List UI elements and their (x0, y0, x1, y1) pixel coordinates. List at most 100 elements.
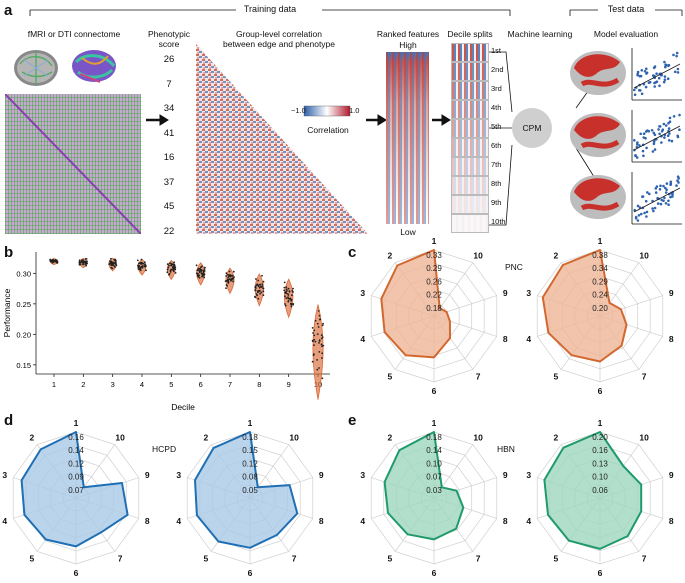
scatter-point (663, 78, 667, 81)
scatter-point (644, 199, 648, 203)
data-point (200, 272, 203, 275)
data-point (50, 260, 53, 262)
data-point (284, 295, 286, 298)
scatter-point (655, 72, 658, 75)
data-point (168, 273, 171, 275)
data-point (110, 260, 113, 263)
data-point (322, 344, 325, 347)
data-point (261, 274, 263, 277)
radar-axis-label: 1 (248, 418, 253, 428)
data-point (262, 287, 264, 290)
scatter-point (676, 67, 680, 71)
data-point (232, 270, 235, 273)
scatter-point (643, 70, 647, 73)
data-point (321, 336, 324, 338)
scatter-point (658, 125, 661, 128)
scatter-point (645, 210, 649, 214)
radar-tick-label: 0.07 (68, 486, 84, 495)
data-point (197, 273, 199, 276)
data-point (285, 286, 288, 288)
data-point (113, 258, 116, 261)
data-point (198, 276, 201, 279)
scatter-point (634, 215, 638, 219)
data-point (171, 268, 173, 271)
radar-tick-label: 0.18 (242, 433, 258, 442)
data-point (318, 342, 320, 344)
data-point (226, 285, 229, 287)
scatter-point (638, 144, 641, 147)
decile-box (451, 119, 489, 138)
radar-axis-label: 3 (360, 288, 365, 298)
scatter-point (667, 199, 670, 203)
model-evaluation-title: Model evaluation (593, 29, 659, 39)
radar-axis-label: 3 (360, 470, 365, 480)
decile-row: 7th (451, 157, 511, 176)
data-point (204, 266, 206, 269)
decile-label: 9th (491, 198, 502, 207)
data-point (291, 294, 293, 297)
data-point (318, 314, 321, 317)
radar-axis-label: 9 (669, 288, 674, 298)
scatter-point (645, 72, 648, 75)
data-point (79, 263, 82, 266)
data-point (260, 285, 262, 288)
data-point (203, 273, 206, 276)
ranked-features-title: Ranked features (376, 29, 440, 39)
panel-letter-b: b (4, 244, 14, 261)
scatter-point (638, 74, 642, 78)
radar-axis-label: 8 (503, 334, 508, 344)
data-point (259, 292, 261, 295)
decile-label: 10th (491, 217, 506, 226)
radar-axis-label: 7 (292, 554, 297, 564)
radar-axis-label: 1 (432, 418, 437, 428)
data-point (171, 263, 174, 266)
radar-tick-label: 0.24 (592, 291, 608, 300)
data-point (225, 287, 227, 290)
scatter-point (651, 150, 655, 153)
scatter-point (634, 154, 637, 157)
data-point (317, 326, 320, 328)
data-point (231, 274, 234, 277)
data-point (143, 261, 146, 264)
radar-tick-label: 0.15 (242, 446, 258, 455)
decile-label: 3rd (491, 84, 502, 93)
radar-axis-label: 9 (503, 288, 508, 298)
data-point (261, 283, 264, 285)
data-point (228, 275, 231, 278)
scatter-point (662, 122, 666, 126)
decile-box (451, 43, 489, 62)
scatter-point (642, 154, 645, 158)
data-point (232, 280, 235, 283)
data-point (167, 266, 170, 269)
data-point (51, 259, 54, 262)
evaluation-row (570, 110, 682, 163)
data-point (172, 270, 175, 273)
data-point (137, 259, 139, 262)
violin (254, 273, 264, 307)
data-point (287, 297, 290, 300)
scatter-point (636, 70, 640, 74)
data-point (257, 297, 260, 300)
phenotype-score: 16 (163, 152, 175, 163)
data-point (318, 351, 321, 353)
dataset-label: HBN (497, 444, 515, 454)
data-point (316, 333, 319, 335)
data-point (199, 267, 201, 270)
scatter-point (672, 53, 675, 57)
data-point (262, 290, 265, 293)
data-point (255, 284, 258, 287)
data-point (285, 291, 287, 293)
radar-tick-label: 0.08 (242, 473, 258, 482)
radar-axis-label: 4 (526, 516, 531, 526)
data-point (112, 263, 114, 266)
decile-box (451, 214, 489, 233)
radar-axis-label: 6 (74, 568, 79, 578)
data-point (256, 294, 259, 297)
y-tick-label: 0.30 (16, 269, 31, 278)
radar-series (383, 431, 465, 541)
data-point (261, 285, 264, 287)
data-point (227, 276, 230, 279)
